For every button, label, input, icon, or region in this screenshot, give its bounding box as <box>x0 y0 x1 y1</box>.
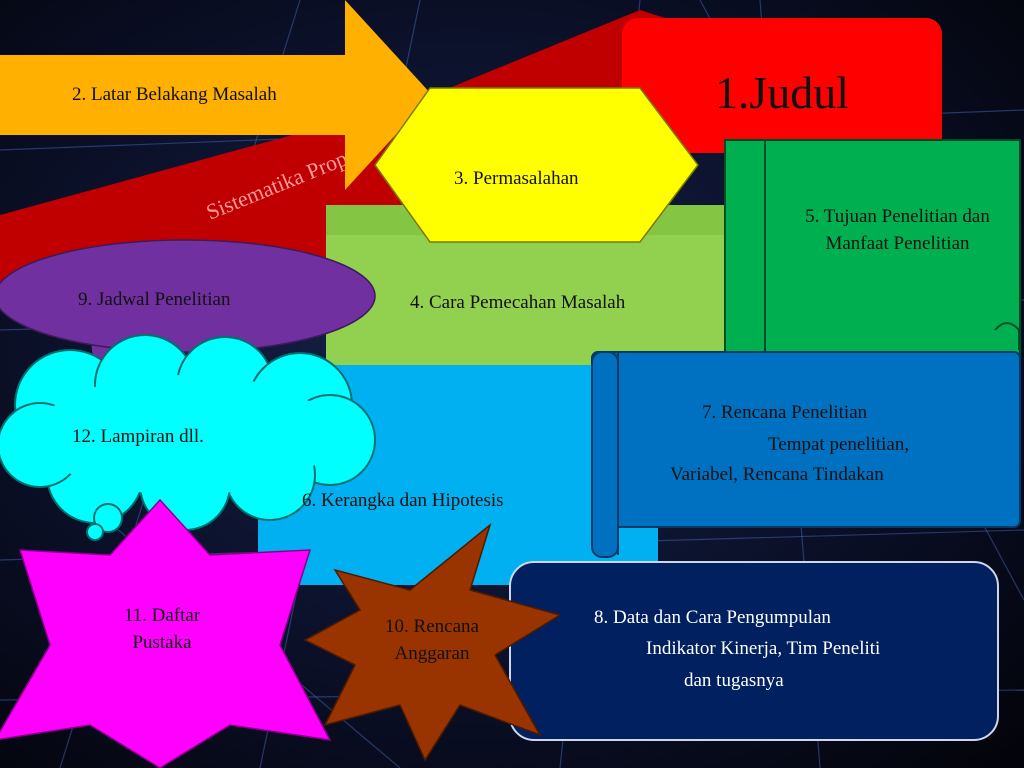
rencana-penelitian-line-2: Tempat penelitian, <box>768 434 910 455</box>
data-line-2: Indikator Kinerja, Tim Peneliti <box>646 638 881 659</box>
permasalahan-label: 3. Permasalahan <box>454 168 579 189</box>
lampiran-cloud <box>0 334 376 531</box>
lampiran-thought-bubble-large <box>93 503 123 533</box>
latar-arrow <box>0 0 432 190</box>
rencana-penelitian-line-1: 7. Rencana Penelitian <box>702 402 868 423</box>
jadwal-oval <box>0 239 376 353</box>
rencana-penelitian-line-3: Variabel, Rencana Tindakan <box>670 464 884 485</box>
judul-box <box>622 18 942 153</box>
tujuan-scroll-curl <box>994 322 1020 350</box>
lampiran-label: 12. Lampiran dll. <box>72 426 204 447</box>
anggaran-burst <box>303 522 562 762</box>
jadwal-label: 9. Jadwal Penelitian <box>78 289 231 310</box>
data-line-3: dan tugasnya <box>684 670 784 691</box>
daftar-pustaka-star <box>0 498 332 768</box>
banner-ribbon <box>0 10 665 310</box>
anggaran-label: 10. Rencana Anggaran <box>385 616 479 664</box>
lampiran-thought-bubble-small <box>86 523 104 541</box>
daftar-pustaka-label: 11. Daftar Pustaka <box>123 605 201 653</box>
permasalahan-hexagon <box>374 87 699 243</box>
tujuan-scroll <box>724 139 1021 356</box>
data-box <box>509 561 999 741</box>
judul-label: 1.Judul <box>715 67 849 118</box>
cara-label: 4. Cara Pemecahan Masalah <box>410 292 626 313</box>
latar-label: 2. Latar Belakang Masalah <box>72 84 277 105</box>
kerangka-label: 6. Kerangka dan Hipotesis <box>302 490 504 511</box>
tujuan-label: 5. Tujuan Penelitian dan Manfaat Penelit… <box>805 206 990 254</box>
rencana-penelitian-scroll-roll <box>591 351 619 558</box>
data-line-1: 8. Data dan Cara Pengumpulan <box>594 607 831 628</box>
